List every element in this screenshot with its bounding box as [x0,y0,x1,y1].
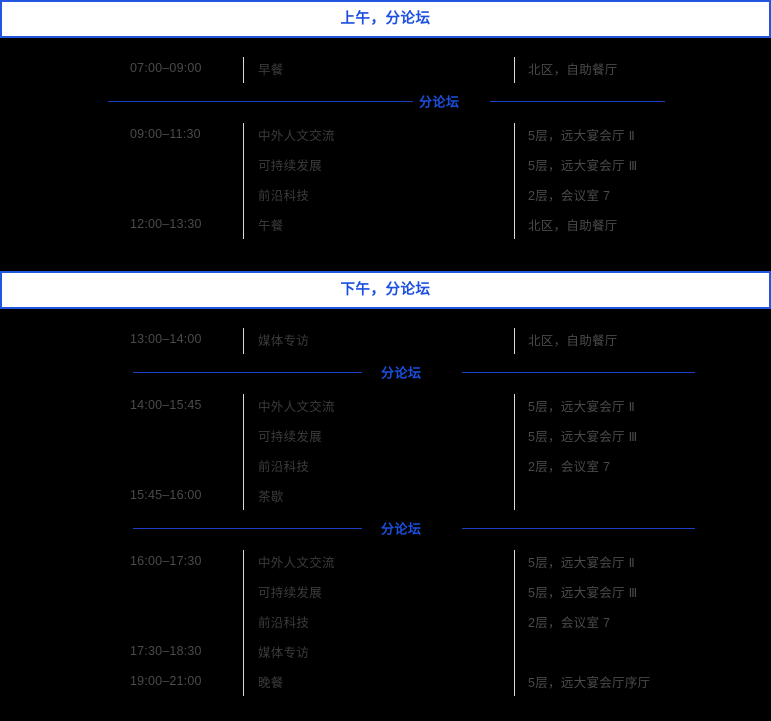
row-rule-right [514,328,515,354]
row-title: 早餐 [258,62,284,77]
row-title: 中外人文交流 [258,555,335,570]
row-title: 前沿科技 [258,188,310,203]
row-title: 可持续发展 [258,429,323,444]
row-rule-right [514,550,515,696]
row-title: 可持续发展 [258,158,323,173]
row-rule-left [243,550,244,696]
divider-line-right [462,372,695,373]
agenda-row[interactable]: 可持续发展 5层，远大宴会厅 Ⅲ [0,420,771,450]
divider-line-right [490,101,665,102]
row-venue: 5层，远大宴会厅 Ⅱ [528,399,636,414]
afternoon-group-sessions-1: 14:00–15:45 中外人文交流 5层，远大宴会厅 Ⅱ 可持续发展 5层，远… [0,390,771,510]
agenda-row[interactable]: 可持续发展 5层，远大宴会厅 Ⅲ [0,576,771,606]
row-time: 09:00–11:30 [130,127,201,141]
agenda-row[interactable]: 14:00–15:45 中外人文交流 5层，远大宴会厅 Ⅱ [0,390,771,420]
row-venue: 2层，会议室 7 [528,615,611,630]
row-venue: 2层，会议室 7 [528,188,611,203]
row-time: 15:45–16:00 [130,488,202,502]
agenda-row[interactable]: 12:00–13:30 午餐 北区，自助餐厅 [0,209,771,239]
row-venue: 2层，会议室 7 [528,459,611,474]
row-rule-left [243,394,244,510]
divider-label: 分论坛 [419,94,460,110]
morning-block: 07:00–09:00 早餐 北区，自助餐厅 分论坛 09:00–11:30 中… [0,38,771,271]
agenda-row[interactable]: 15:45–16:00 茶歇 [0,480,771,510]
block-spacer [0,239,771,271]
afternoon-group-sessions-2: 16:00–17:30 中外人文交流 5层，远大宴会厅 Ⅱ 可持续发展 5层，远… [0,546,771,696]
row-title: 茶歇 [258,489,284,504]
divider-subforum-3: 分论坛 [0,510,771,546]
row-title: 媒体专访 [258,645,310,660]
afternoon-group-media: 13:00–14:00 媒体专访 北区，自助餐厅 [0,309,771,354]
divider-label: 分论坛 [381,365,422,381]
row-rule-left [243,123,244,239]
row-time: 13:00–14:00 [130,332,202,346]
divider-line-right [462,528,695,529]
agenda-row[interactable]: 13:00–14:00 媒体专访 北区，自助餐厅 [0,324,771,354]
row-time: 16:00–17:30 [130,554,202,568]
divider-subforum-2: 分论坛 [0,354,771,390]
row-rule-right [514,394,515,510]
row-title: 可持续发展 [258,585,323,600]
agenda-row[interactable]: 前沿科技 2层，会议室 7 [0,606,771,636]
row-venue: 北区，自助餐厅 [528,218,618,233]
section-header-morning: 上午，分论坛 [0,0,771,38]
row-venue: 北区，自助餐厅 [528,333,618,348]
afternoon-block: 13:00–14:00 媒体专访 北区，自助餐厅 分论坛 14:00–15:45… [0,309,771,696]
agenda-row[interactable]: 07:00–09:00 早餐 北区，自助餐厅 [0,53,771,83]
row-time: 17:30–18:30 [130,644,202,658]
divider-subforum-1: 分论坛 [0,83,771,119]
agenda-row[interactable]: 17:30–18:30 媒体专访 [0,636,771,666]
agenda-row[interactable]: 09:00–11:30 中外人文交流 5层，远大宴会厅 Ⅱ [0,119,771,149]
row-rule-left [243,328,244,354]
row-time: 12:00–13:30 [130,217,202,231]
agenda-row[interactable]: 19:00–21:00 晚餐 5层，远大宴会厅序厅 [0,666,771,696]
row-rule-right [514,57,515,83]
row-venue: 5层，远大宴会厅 Ⅱ [528,128,636,143]
row-venue: 5层，远大宴会厅 Ⅲ [528,158,638,173]
row-title: 午餐 [258,218,284,233]
row-venue: 5层，远大宴会厅 Ⅲ [528,585,638,600]
divider-line-left [108,101,413,102]
row-time: 14:00–15:45 [130,398,202,412]
agenda-row[interactable]: 16:00–17:30 中外人文交流 5层，远大宴会厅 Ⅱ [0,546,771,576]
divider-label: 分论坛 [381,521,422,537]
row-title: 中外人文交流 [258,399,335,414]
row-rule-right [514,123,515,239]
morning-group-sessions: 09:00–11:30 中外人文交流 5层，远大宴会厅 Ⅱ 可持续发展 5层，远… [0,119,771,239]
agenda-row[interactable]: 前沿科技 2层，会议室 7 [0,179,771,209]
morning-group-meals: 07:00–09:00 早餐 北区，自助餐厅 [0,38,771,83]
section-header-morning-title: 上午，分论坛 [340,10,431,27]
row-title: 中外人文交流 [258,128,335,143]
divider-line-left [133,528,362,529]
row-time: 07:00–09:00 [130,61,202,75]
section-header-afternoon-title: 下午，分论坛 [340,281,431,298]
row-time: 19:00–21:00 [130,674,202,688]
row-title: 前沿科技 [258,615,310,630]
row-title: 晚餐 [258,675,284,690]
row-venue: 5层，远大宴会厅序厅 [528,675,651,690]
section-header-afternoon: 下午，分论坛 [0,271,771,309]
divider-line-left [133,372,362,373]
agenda-row[interactable]: 可持续发展 5层，远大宴会厅 Ⅲ [0,149,771,179]
row-venue: 5层，远大宴会厅 Ⅱ [528,555,636,570]
agenda-row[interactable]: 前沿科技 2层，会议室 7 [0,450,771,480]
row-title: 媒体专访 [258,333,310,348]
row-rule-left [243,57,244,83]
row-venue: 5层，远大宴会厅 Ⅲ [528,429,638,444]
row-venue: 北区，自助餐厅 [528,62,618,77]
row-title: 前沿科技 [258,459,310,474]
